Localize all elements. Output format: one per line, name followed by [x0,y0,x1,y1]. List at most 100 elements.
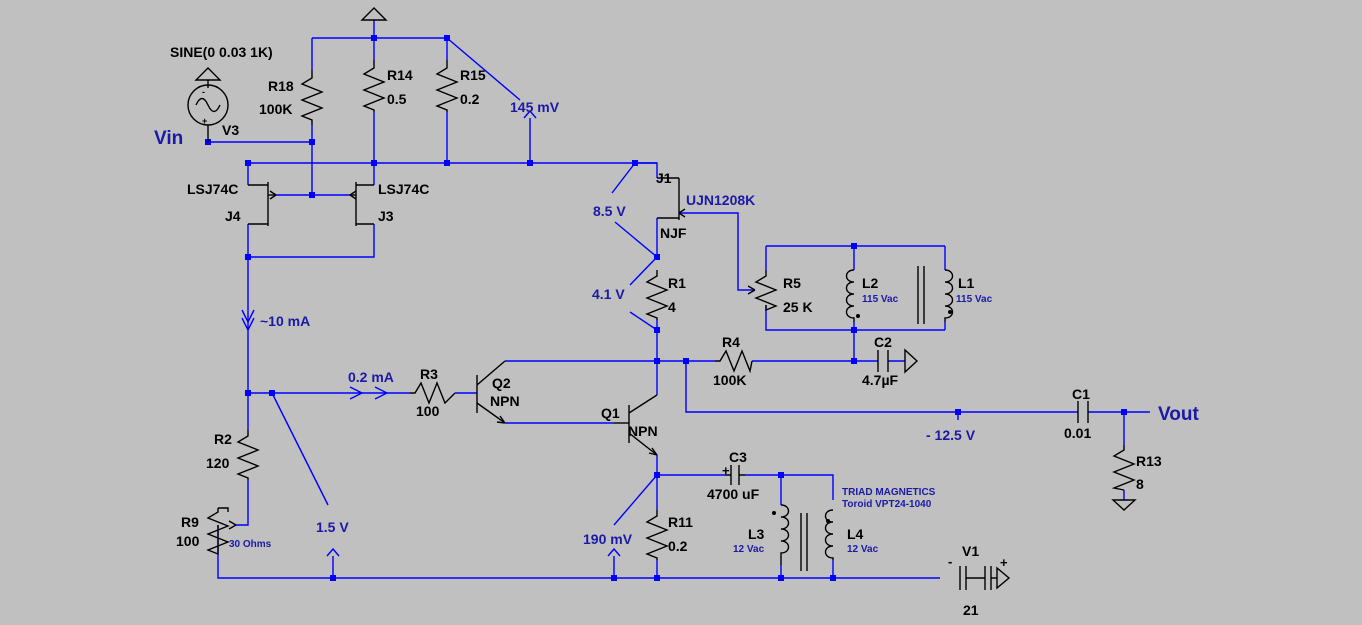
c1-value: 0.01 [1064,425,1091,441]
v1-name: V1 [962,543,979,559]
svg-text:-: - [202,87,205,97]
probe-4-1v: 4.1 V [592,286,625,302]
l3-name: L3 [748,526,765,542]
c2-name: C2 [874,334,892,350]
current-10ma: ~10 mA [260,313,310,329]
r3-name: R3 [420,366,438,382]
r9-note: 30 Ohms [229,539,272,550]
v1-value: 21 [963,602,979,618]
j4-name: J4 [225,208,241,224]
r2-value: 120 [206,455,230,471]
potentiometer-r5 [747,270,778,312]
bjt-q2 [476,360,506,424]
resistor-r18 [300,70,324,125]
resistor-r3 [410,381,456,405]
inductor-l1 [944,269,954,322]
r11-name: R11 [668,514,693,530]
j4-model: LSJ74C [187,181,238,197]
q1-name: Q1 [601,405,620,421]
potentiometer-r9 [206,507,237,556]
j1-model: UJN1208K [686,192,755,208]
ground-icon [1111,499,1137,511]
j3-model: LSJ74C [378,181,429,197]
r1-name: R1 [668,275,686,291]
r14-name: R14 [387,67,413,83]
l1-value: 115 Vac [956,294,993,305]
v3-name: V3 [222,122,239,138]
source-directive: SINE(0 0.03 1K) [170,44,273,60]
inductor-l3 [772,504,790,565]
wires [208,20,1150,579]
capacitor-c2 [877,348,919,374]
jfet-j3 [349,182,374,226]
c3-name: C3 [729,449,747,465]
current-arrow-icon [349,386,389,400]
c3-value: 4700 uF [707,486,760,502]
transformer-note-line2: Toroid VPT24-1040 [842,499,932,510]
jfet-j4 [248,182,277,226]
r2-name: R2 [214,431,232,447]
c1-name: C1 [1072,386,1090,402]
probe-arrow-icon [607,547,621,557]
sine-source-v3: - + [187,67,229,142]
junction-dots [205,35,1127,581]
core-l1-l2 [917,266,925,324]
inductor-l4 [824,509,834,560]
q1-type: NPN [628,423,658,439]
capacitor-c1 [1077,401,1089,423]
svg-text:+: + [1000,555,1008,570]
components: - + [187,7,1137,590]
l4-value: 12 Vac [847,544,879,555]
r5-value: 25 K [783,299,813,315]
svg-text:+: + [722,463,730,478]
r18-name: R18 [268,78,294,94]
r14-value: 0.5 [387,91,407,107]
resistor-r11 [645,510,669,560]
r3-value: 100 [416,403,440,419]
probe-neg-12-5v: - 12.5 V [926,427,976,443]
j3-name: J3 [378,208,394,224]
probe-190mv: 190 mV [583,531,633,547]
j1-type: NJF [660,225,687,241]
l2-value: 115 Vac [862,294,899,305]
r13-name: R13 [1136,453,1162,469]
svg-text:-: - [948,554,952,569]
resistor-r1 [645,270,669,320]
l1-name: L1 [958,275,975,291]
core-l3-l4 [800,513,808,571]
q2-name: Q2 [492,375,511,391]
l3-value: 12 Vac [733,544,765,555]
resistor-r13 [1111,445,1136,491]
labels: SINE(0 0.03 1K) Vin V3 R18 100K R14 0.5 … [154,44,1199,618]
r5-name: R5 [783,275,801,291]
transformer-note-line1: TRIAD MAGNETICS [842,487,936,498]
resistor-r2 [236,430,260,480]
jfet-j1 [657,177,686,220]
l4-name: L4 [847,526,864,542]
probe-145mv: 145 mV [510,99,560,115]
svg-text:+: + [202,116,207,126]
c2-value: 4.7µF [862,372,899,388]
supply-flag-icon [360,7,388,21]
battery-v1: - + [948,554,1011,590]
q2-type: NPN [490,393,520,409]
capacitor-c3: + [722,463,745,485]
r13-value: 8 [1136,476,1144,492]
resistor-r15 [435,60,459,112]
l2-name: L2 [862,275,879,291]
current-arrow-icon [241,309,255,332]
probe-arrow-icon [326,547,340,557]
r9-name: R9 [181,514,199,530]
r18-value: 100K [259,101,292,117]
current-0-2ma: 0.2 mA [348,369,394,385]
r15-name: R15 [460,67,486,83]
probe-1-5v: 1.5 V [316,519,349,535]
r11-value: 0.2 [668,538,688,554]
bjt-q1 [614,394,658,456]
r9-value: 100 [176,533,200,549]
net-label-vin: Vin [154,128,183,149]
resistor-r14 [362,60,386,112]
probe-8-5v: 8.5 V [593,203,626,219]
net-label-vout: Vout [1158,404,1199,425]
